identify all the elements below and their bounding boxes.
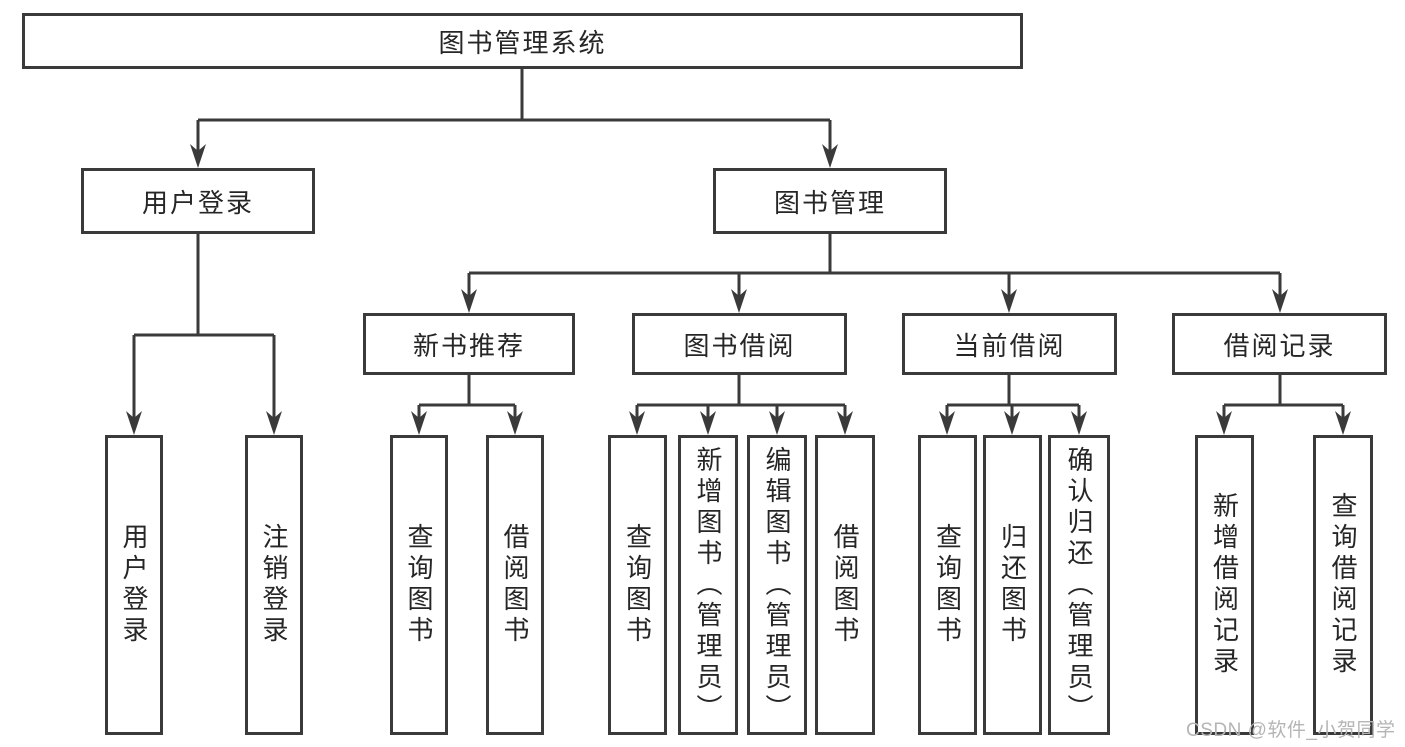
arrowheads-level3 xyxy=(461,289,1288,313)
leaf-query-books-recommend-label: 查询图书 xyxy=(404,523,434,647)
leaf-user-login-label: 用户登录 xyxy=(119,523,149,647)
connector-bookmgmt-to-level3 xyxy=(467,234,1282,297)
arrowheads-level2 xyxy=(190,144,838,168)
node-book-management-label: 图书管理 xyxy=(773,187,886,218)
connector-borrow-to-leaves xyxy=(635,375,847,419)
leaf-return-books: 归还图书 xyxy=(983,435,1042,735)
node-borrow-records-label: 借阅记录 xyxy=(1223,330,1336,361)
node-current-borrow: 当前借阅 xyxy=(902,313,1117,375)
leaf-query-books-current: 查询图书 xyxy=(918,435,977,735)
arrowheads-current-leaves xyxy=(939,411,1087,435)
leaf-logout-label: 注销登录 xyxy=(259,523,289,647)
leaf-add-book-admin: 新增图书（管理员） xyxy=(678,435,738,735)
node-borrow-records: 借阅记录 xyxy=(1172,313,1387,375)
leaf-borrow-books-borrow-label: 借阅图书 xyxy=(830,523,860,647)
arrowheads-borrow-leaves xyxy=(629,411,853,435)
leaf-add-book-admin-label: 新增图书（管理员） xyxy=(693,445,723,725)
node-root-label: 图书管理系统 xyxy=(438,27,607,58)
node-root: 图书管理系统 xyxy=(22,13,1023,69)
arrowheads-records-leaves xyxy=(1216,411,1351,435)
leaf-query-books-borrow: 查询图书 xyxy=(608,435,667,735)
leaf-user-login: 用户登录 xyxy=(105,435,163,735)
csdn-watermark: CSDN @软件_小贺同学 xyxy=(1186,720,1396,741)
leaf-borrow-books-borrow: 借阅图书 xyxy=(815,435,875,735)
leaf-query-books-recommend: 查询图书 xyxy=(390,435,448,735)
connector-recommend-to-leaves xyxy=(417,375,517,419)
arrowheads-userlogin-leaves xyxy=(126,411,282,435)
leaf-query-books-borrow-label: 查询图书 xyxy=(622,523,653,647)
leaf-add-borrow-record-label: 新增借阅记录 xyxy=(1209,492,1240,678)
leaf-edit-book-admin-label: 编辑图书（管理员） xyxy=(762,445,792,725)
arrowheads-recommend-leaves xyxy=(411,411,523,435)
node-current-borrow-label: 当前借阅 xyxy=(953,330,1066,361)
node-user-login-label: 用户登录 xyxy=(141,187,254,218)
connector-userlogin-to-leaves xyxy=(132,234,276,419)
leaf-add-borrow-record: 新增借阅记录 xyxy=(1195,435,1254,735)
leaf-query-borrow-record: 查询借阅记录 xyxy=(1313,435,1373,735)
leaf-confirm-return-admin-label: 确认归还（管理员） xyxy=(1064,445,1094,725)
leaf-confirm-return-admin: 确认归还（管理员） xyxy=(1048,435,1110,735)
node-new-book-recommend: 新书推荐 xyxy=(363,313,575,375)
node-book-management: 图书管理 xyxy=(713,168,947,234)
leaf-query-books-current-label: 查询图书 xyxy=(932,523,963,647)
leaf-edit-book-admin: 编辑图书（管理员） xyxy=(747,435,807,735)
node-new-book-recommend-label: 新书推荐 xyxy=(412,330,525,361)
leaf-query-borrow-record-label: 查询借阅记录 xyxy=(1328,492,1358,678)
leaf-return-books-label: 归还图书 xyxy=(997,523,1028,647)
node-book-borrow-label: 图书借阅 xyxy=(683,330,796,361)
node-user-login: 用户登录 xyxy=(81,168,315,234)
connector-current-to-leaves xyxy=(945,375,1081,419)
leaf-logout: 注销登录 xyxy=(245,435,303,735)
connector-records-to-leaves xyxy=(1222,375,1345,419)
leaf-borrow-books-recommend-label: 借阅图书 xyxy=(500,523,530,647)
leaf-borrow-books-recommend: 借阅图书 xyxy=(486,435,544,735)
node-book-borrow: 图书借阅 xyxy=(632,313,847,375)
connector-root-to-level2 xyxy=(196,69,832,152)
